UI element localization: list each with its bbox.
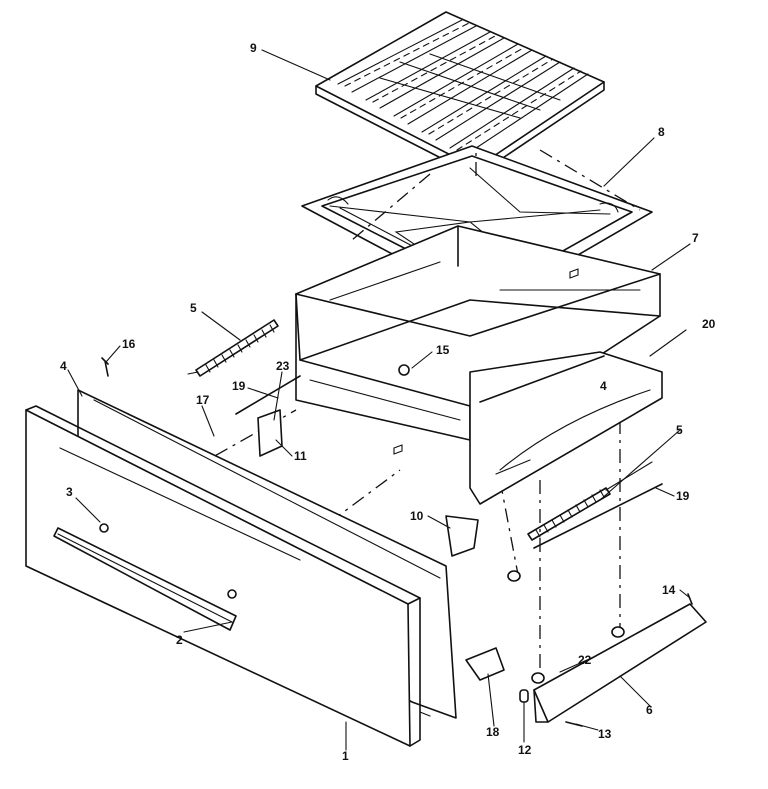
callout-4-left: 4: [60, 359, 67, 373]
callout-23: 23: [276, 359, 290, 373]
drawer-front: [25, 405, 421, 747]
callout-13: 13: [598, 727, 612, 741]
callout-19-lower: 19: [676, 489, 690, 503]
callout-19-upper: 19: [232, 379, 246, 393]
callout-14: 14: [662, 583, 676, 597]
callout-labels: 9 8 7 20 5 16 4 19 23 17 15 4 11 10 5 19…: [60, 41, 716, 763]
callout-16: 16: [122, 337, 136, 351]
leader-lines: [67, 49, 691, 751]
hardware-items: [101, 357, 693, 727]
broiler-grate: [315, 11, 605, 177]
callout-17: 17: [196, 393, 210, 407]
spring-upper: [187, 319, 279, 377]
callout-20: 20: [702, 317, 716, 331]
callout-5-lower: 5: [676, 423, 683, 437]
callout-8: 8: [658, 125, 665, 139]
callout-6: 6: [646, 703, 653, 717]
callout-2: 2: [176, 633, 183, 647]
drawer-body: [295, 225, 661, 455]
callout-3: 3: [66, 485, 73, 499]
front-screws: [99, 523, 237, 599]
callout-22: 22: [578, 653, 592, 667]
drawer-rail: [533, 603, 707, 723]
callout-15: 15: [436, 343, 450, 357]
callout-4-right: 4: [600, 379, 607, 393]
drawer-side-panel: [469, 351, 663, 505]
callout-5-upper: 5: [190, 301, 197, 315]
callout-11: 11: [294, 449, 307, 463]
callout-1: 1: [342, 749, 349, 763]
callout-12: 12: [518, 743, 532, 757]
callout-9: 9: [250, 41, 257, 55]
callout-7: 7: [692, 231, 699, 245]
callout-10: 10: [410, 509, 424, 523]
callout-18: 18: [486, 725, 500, 739]
drawer-handle: [53, 527, 237, 631]
spring-lower: [527, 461, 653, 541]
